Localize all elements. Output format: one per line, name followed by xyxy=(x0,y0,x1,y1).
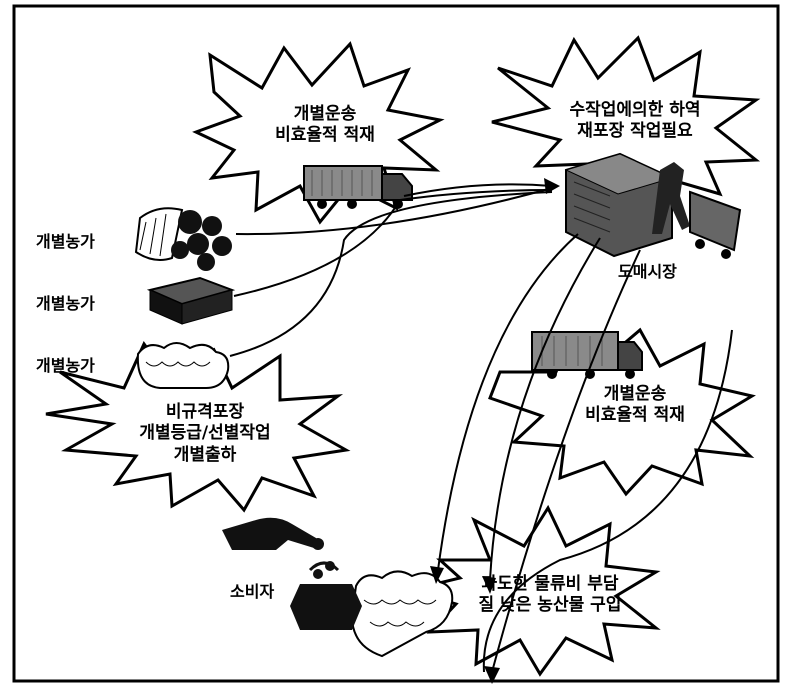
hand-coin-icon xyxy=(222,517,324,550)
farm-label-2: 개별농가 xyxy=(36,294,95,313)
cabbage-icon xyxy=(136,342,230,389)
burst-top-right-line2: 재포장 작업필요 xyxy=(577,121,693,142)
arrowhead xyxy=(430,566,444,584)
market-label: 도매시장 xyxy=(618,262,677,281)
diagram-frame xyxy=(12,4,780,683)
burst-left-bottom-text: 비규격포장 개별등급/선별작업 개별출하 xyxy=(110,402,300,466)
burst-top-right-text: 수작업에의한 하역 재포장 작업필요 xyxy=(540,100,730,143)
burst-top-left-line2: 비효율적 적재 xyxy=(275,125,375,146)
farm-label-1: 개별농가 xyxy=(36,232,95,251)
burst-top-left-line1: 개별운송 xyxy=(293,104,357,124)
burst-left-bottom-line2: 개별등급/선별작업 xyxy=(139,423,271,444)
arrow-farm2-to-market xyxy=(233,189,553,297)
burst-top-right xyxy=(491,35,761,213)
burst-top-right-line1: 수작업에의한 하역 xyxy=(569,100,701,120)
arrow-farm3-to-market xyxy=(229,191,553,357)
truck-icon xyxy=(531,331,643,379)
burst-left-bottom-line3: 개별출하 xyxy=(173,444,237,465)
burst-top-left-text: 개별운송 비효율적 적재 xyxy=(250,104,400,147)
arrow-market-down xyxy=(482,329,733,673)
burst-middle-right-text: 개별운송 비효율적 적재 xyxy=(560,384,710,427)
cabbage-icon xyxy=(350,570,454,658)
truck-icon xyxy=(303,165,413,209)
warehouse-icon xyxy=(564,152,742,259)
arrow-market-to-consumer-3 xyxy=(491,249,641,673)
box-icon xyxy=(146,276,236,325)
arrowhead xyxy=(544,178,560,194)
purse-icon xyxy=(290,561,362,630)
arrow-truck-to-market xyxy=(403,183,553,197)
arrowhead xyxy=(482,576,496,594)
arrowhead xyxy=(484,666,500,684)
arrow-market-to-consumer-2 xyxy=(489,237,601,581)
burst-bottom-right-line2: 질 낮은 농산물 구입 xyxy=(478,595,622,616)
burst-bottom-right-line1: 과도한 물류비 부담 xyxy=(481,574,619,594)
consumer-label: 소비자 xyxy=(230,582,275,601)
arrow-farm1-to-market xyxy=(235,187,553,236)
burst-middle-right-line2: 비효율적 적재 xyxy=(585,405,685,426)
arrowheads xyxy=(430,178,560,684)
flow-arrows xyxy=(229,183,733,673)
burst-left-bottom-line1: 비규격포장 xyxy=(165,402,245,422)
burst-middle-right-line1: 개별운송 xyxy=(603,384,667,404)
arrow-market-to-consumer-1 xyxy=(437,233,579,571)
farm-label-3: 개별농가 xyxy=(36,356,95,375)
burst-bottom-right-text: 과도한 물류비 부담 질 낮은 농산물 구입 xyxy=(460,574,640,617)
basket-icon xyxy=(134,207,232,271)
